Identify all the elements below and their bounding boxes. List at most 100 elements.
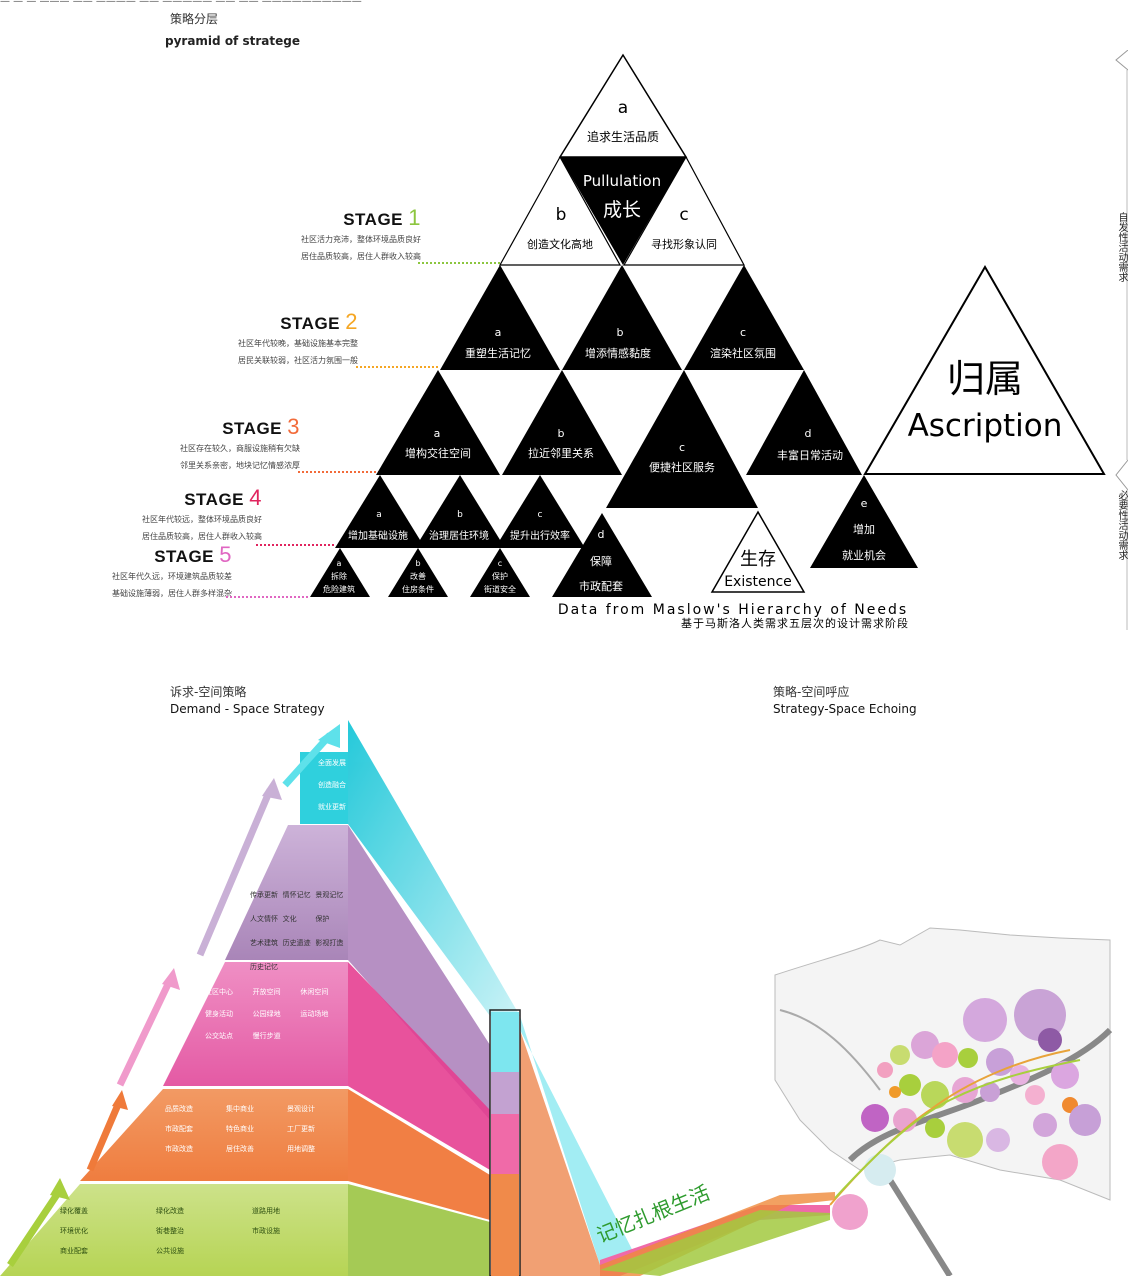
stage-4-title: STAGE 4: [184, 485, 262, 510]
map-circle: [963, 998, 1007, 1042]
arrow-green: [7, 1188, 63, 1267]
arrow-cyan: [282, 732, 333, 788]
green-item: 道路用地: [252, 1207, 280, 1215]
stage-2-title: STAGE 2: [280, 309, 358, 334]
cyan-tier: [300, 752, 348, 824]
growth-triangle: [560, 157, 686, 265]
purple-item: 保护: [315, 915, 330, 923]
orange-item: 市政改造: [165, 1145, 193, 1153]
map-circle: [864, 1154, 896, 1186]
side-bracket-lines: [1115, 50, 1128, 630]
stage-2-line2: 居民关联较弱，社区活力氛围一般: [238, 356, 358, 365]
stage-3-line1: 社区存在较久，商服设施稍有欠缺: [180, 444, 300, 453]
row5-c-triangle: [495, 475, 585, 548]
row3-a-triangle: [440, 265, 560, 370]
row5-b-triangle: [415, 475, 505, 548]
stage-4-line2: 居住品质较高，居住人群收入较高: [142, 532, 262, 541]
green-item: 公共设施: [156, 1247, 184, 1255]
row3-b-triangle: [562, 265, 682, 370]
right-band-green: [600, 1210, 830, 1276]
map-circle: [832, 1194, 868, 1230]
map-circle: [1010, 1065, 1030, 1085]
center-pink: [491, 1114, 519, 1174]
row5-b-label: 治理居住环境: [429, 529, 489, 542]
stage-5-line1: 社区年代久远，环境建筑品质较差: [112, 572, 232, 581]
row6-b-triangle: [388, 548, 448, 597]
row6-a-label1: 拆除: [331, 571, 347, 581]
pink-tier: [163, 962, 348, 1086]
warm-converge: [520, 1030, 600, 1276]
purple-item: 影视打造: [315, 939, 344, 947]
existence-triangle: [710, 510, 806, 593]
purple-tier: [225, 825, 348, 960]
orange-item: 市政配套: [165, 1125, 193, 1133]
pink-band: [348, 962, 490, 1170]
row5-a-label: 增加基础设施: [348, 529, 408, 542]
green-item: 街巷整治: [156, 1227, 184, 1235]
row5-a-letter: a: [376, 510, 382, 520]
strategy-left-en: Demand - Space Strategy: [170, 702, 325, 716]
growth-en: Pullulation: [583, 172, 661, 190]
row3-a-label: 重塑生活记忆: [465, 346, 531, 360]
cropped-header-text: — — — ——— —— ———— —— ————— —— —— ———————…: [0, 0, 362, 6]
side-label-upper: 自发性活动需求: [1116, 212, 1127, 282]
pink-cells: 社区中心 开放空间 休闲空间 健身活动 公园绿地 运动场地 公交站点 慢行步道: [205, 987, 348, 1041]
row6-b-letter: b: [415, 559, 420, 568]
row5-b-letter: b: [457, 510, 463, 520]
side-bracket: [1112, 50, 1128, 630]
growth-cn: 成长: [603, 199, 641, 221]
pink-item: 社区中心: [205, 988, 233, 996]
tier2-right-triangle: [622, 155, 746, 266]
row6-a-label2: 危险建筑: [323, 584, 355, 594]
source-cn: 基于马斯洛人类需求五层次的设计需求阶段: [681, 616, 909, 630]
orange-item: 用地调整: [287, 1145, 315, 1153]
ascription-triangle: [863, 264, 1106, 475]
cyan-item: 全面发展: [318, 759, 346, 767]
top-label: 追求生活品质: [587, 129, 659, 144]
stage-3-title: STAGE 3: [222, 414, 300, 439]
orange-item: 居住改善: [226, 1145, 254, 1153]
existence-cn: 生存: [740, 549, 776, 570]
maslow-pyramid: a 追求生活品质 Pullulation 成长 b 创造文化高地 c 寻找形象认…: [226, 53, 1106, 630]
map-circle: [899, 1074, 921, 1096]
arrowhead-pink: [162, 968, 180, 990]
row4-c-letter: c: [679, 441, 685, 454]
purple-item: 传承更新: [250, 891, 278, 899]
row3-b-label: 增添情感黏度: [585, 346, 651, 360]
stage-2: STAGE 2 社区年代较晚，基础设施基本完整 居民关联较弱，社区活力氛围一般: [238, 309, 358, 369]
pyramid-title-cn: 策略分层: [170, 12, 219, 26]
orange-item: 特色商业: [226, 1125, 254, 1133]
row4-b-triangle: [502, 370, 622, 475]
row5-c-label: 提升出行效率: [510, 529, 570, 542]
row5-e-label1: 增加: [853, 522, 875, 536]
purple-band: [348, 825, 490, 1120]
arrow-orange: [86, 1098, 124, 1172]
orange-item: 集中商业: [226, 1105, 254, 1113]
purple-item: 情怀记忆: [282, 891, 311, 899]
map-circle: [986, 1048, 1014, 1076]
orange-item: 工厂更新: [287, 1125, 315, 1133]
ascription-cn: 归属: [947, 357, 1023, 401]
map-circle: [911, 1031, 939, 1059]
stage-3: STAGE 3 社区存在较久，商服设施稍有欠缺 邻里关系亲密，地块记忆情感浓厚: [180, 414, 300, 474]
map-circle: [1051, 1061, 1079, 1089]
green-item: 商业配套: [60, 1247, 88, 1255]
orange-tier: [80, 1089, 348, 1181]
orange-item: 景观设计: [287, 1105, 315, 1113]
map-circle: [947, 1122, 983, 1158]
row6-c-triangle: [470, 548, 530, 597]
row5-a-triangle: [335, 475, 425, 548]
row6-d-label1: 保障: [590, 554, 612, 568]
row4-a-triangle: [376, 370, 500, 475]
pink-item: 开放空间: [252, 988, 281, 996]
pink-item: 慢行步道: [252, 1032, 281, 1040]
purple-item: 景观记忆: [315, 891, 344, 899]
row6-c-letter: c: [498, 559, 502, 568]
cyan-band: [348, 720, 520, 1016]
row5-c-letter: c: [538, 510, 543, 520]
map-circle: [1042, 1144, 1078, 1180]
existence-en: Existence: [724, 574, 792, 590]
row4-a-letter: a: [434, 427, 441, 440]
row4-d-label: 丰富日常活动: [777, 448, 843, 462]
stage-5-line2: 基础设施薄弱，居住人群多样混杂: [112, 589, 232, 598]
